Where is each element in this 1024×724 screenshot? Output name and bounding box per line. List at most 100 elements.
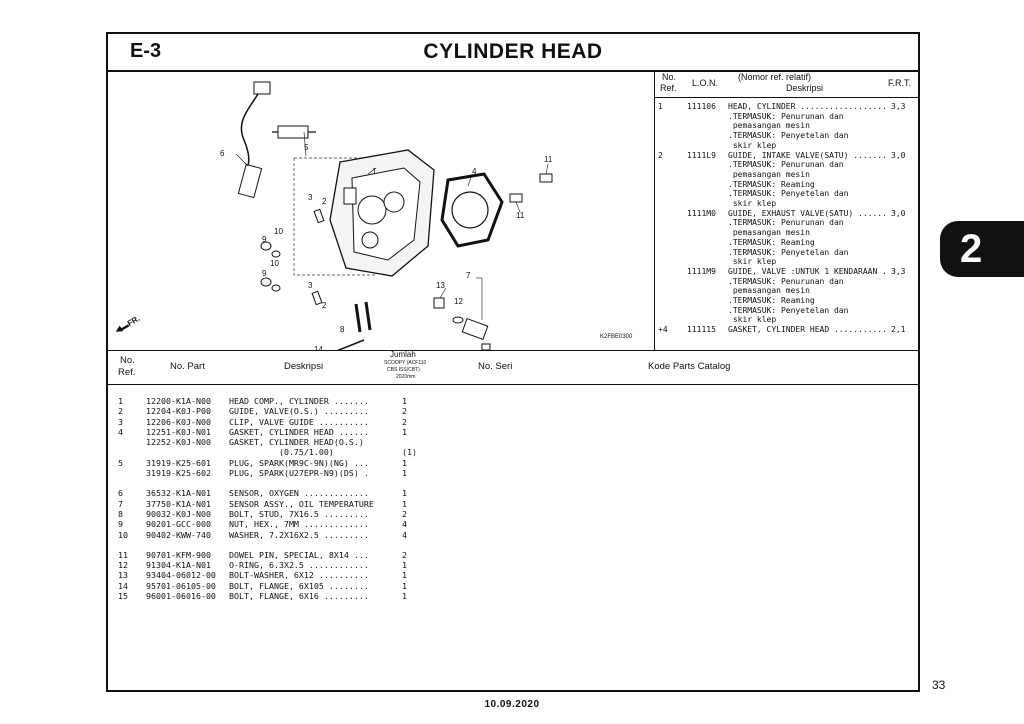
ref-col-lon: L.O.N. <box>692 78 719 88</box>
page-frame: E-3 CYLINDER HEAD <box>106 32 920 692</box>
part-description: BOLT, FLANGE, 6X105 ........ <box>229 580 369 591</box>
part-ref-no: 10 <box>118 529 128 540</box>
callout-3b: 3 <box>308 281 313 290</box>
part-ref-no: 5 <box>118 457 123 468</box>
callout-5: 5 <box>304 143 309 152</box>
part-quantity: 4 <box>402 529 407 540</box>
callout-2b: 2 <box>322 301 327 310</box>
ref-no: 1 <box>658 102 663 111</box>
ref-frt: 3,0 <box>891 150 906 160</box>
reference-note: pemasangan mesin <box>728 286 810 296</box>
part-ref-no: 14 <box>118 580 128 591</box>
callout-11b: 11 <box>516 211 525 220</box>
ref-lon: 111115 <box>687 325 716 335</box>
parts-table-header: No. Ref. No. Part Deskripsi Jumlah SCOOP… <box>108 350 918 385</box>
part-ref-no: 2 <box>118 406 123 417</box>
part-number: 12251-K0J-N01 <box>146 426 211 437</box>
ref-desc: GUIDE, INTAKE VALVE(SATU) ....... <box>728 150 887 160</box>
part-ref-no: 13 <box>118 570 128 581</box>
part-description: GASKET, CYLINDER HEAD(O.S.) <box>229 437 364 448</box>
part-description: BOLT, FLANGE, 6X16 ......... <box>229 591 369 602</box>
part-ref-no: 11 <box>118 549 128 560</box>
reference-note: skir klep <box>728 315 777 325</box>
part-quantity: 1 <box>402 570 407 581</box>
callout-7: 7 <box>466 271 471 280</box>
ref-desc: GUIDE, VALVE :UNTUK 1 KENDARAAN . <box>728 266 887 276</box>
part-quantity: 2 <box>402 406 407 417</box>
reference-note: .TERMASUK: Penurunan dan <box>728 218 844 228</box>
reference-note: .TERMASUK: Penyetelan dan <box>728 247 849 257</box>
ref-desc: HEAD, CYLINDER .................. <box>728 102 887 111</box>
section-tab: 2 <box>940 221 1024 277</box>
reference-note: skir klep <box>728 257 777 267</box>
part-number: 90402-KWW-740 <box>146 529 211 540</box>
part-number: 90701-KFM-900 <box>146 549 211 560</box>
reference-note: skir klep <box>728 199 777 208</box>
reference-note: .TERMASUK: Reaming <box>728 296 815 305</box>
callout-12: 12 <box>454 297 463 306</box>
reference-note: pemasangan mesin <box>728 169 810 179</box>
exploded-diagram: 6 5 1 4 11 11 3 2 10 9 10 9 3 2 8 7 13 1… <box>108 70 655 372</box>
part-number: 12204-K0J-P00 <box>146 406 211 417</box>
page-header: E-3 CYLINDER HEAD <box>108 34 918 72</box>
ref-col-no: No. <box>662 72 677 82</box>
ref-frt: 2,1 <box>891 325 906 335</box>
part-description: BOLT-WASHER, 6X12 .......... <box>229 570 369 581</box>
part-quantity: 1 <box>402 488 407 499</box>
part-ref-no: 15 <box>118 591 128 602</box>
ref-col-ref: Ref. <box>660 83 677 93</box>
ref-lon: 1111L9 <box>687 150 716 160</box>
ref-frt: 3,3 <box>891 266 906 276</box>
parts-col-desc: Deskripsi <box>284 361 324 372</box>
part-number: 31919-K25-601 <box>146 457 211 468</box>
ref-frt: 3,3 <box>891 102 906 111</box>
part-ref-no: 9 <box>118 519 123 530</box>
part-ref-no: 12 <box>118 560 128 571</box>
ref-col-nomor: (Nomor ref. relatif) <box>738 72 812 82</box>
ref-frt: 3,0 <box>891 208 906 218</box>
part-description: HEAD COMP., CYLINDER ....... <box>229 396 369 406</box>
part-number: 36532-K1A-N01 <box>146 488 211 499</box>
part-description: NUT, HEX., 7MM ............. <box>229 519 369 530</box>
ref-lon: 1111M0 <box>687 208 716 218</box>
parts-col-seri: No. Seri <box>478 361 513 372</box>
part-description: (0.75/1.00) <box>229 447 334 458</box>
part-description: SENSOR ASSY., OIL TEMPERATURE <box>229 498 374 509</box>
parts-col-jumlah: Jumlah <box>390 350 416 359</box>
reference-row: 1111M9 GUIDE, VALVE :UNTUK 1 KENDARAAN . 3… <box>654 267 918 277</box>
part-quantity: 1 <box>402 591 407 602</box>
reference-table-header: No. Ref. L.O.N. (Nomor ref. relatif) Des… <box>654 70 918 98</box>
callout-14: 14 <box>314 345 323 350</box>
callout-1: 1 <box>372 167 377 176</box>
ref-no: 2 <box>658 150 663 160</box>
callout-4: 4 <box>472 167 477 176</box>
section-code: E-3 <box>130 40 162 62</box>
reference-note: .TERMASUK: Reaming <box>728 237 815 247</box>
footer-date: 10.09.2020 <box>484 699 540 710</box>
ref-lon: 1111M9 <box>687 266 716 276</box>
part-quantity: 1 <box>402 560 407 571</box>
part-number: 12200-K1A-N00 <box>146 396 211 406</box>
part-description: SENSOR, OXYGEN ............. <box>229 488 369 499</box>
callout-8: 8 <box>340 325 345 334</box>
callout-9b: 9 <box>262 269 267 278</box>
parts-col-catalog: Kode Parts Catalog <box>648 361 731 372</box>
part-number: 31919-K25-602 <box>146 468 211 479</box>
